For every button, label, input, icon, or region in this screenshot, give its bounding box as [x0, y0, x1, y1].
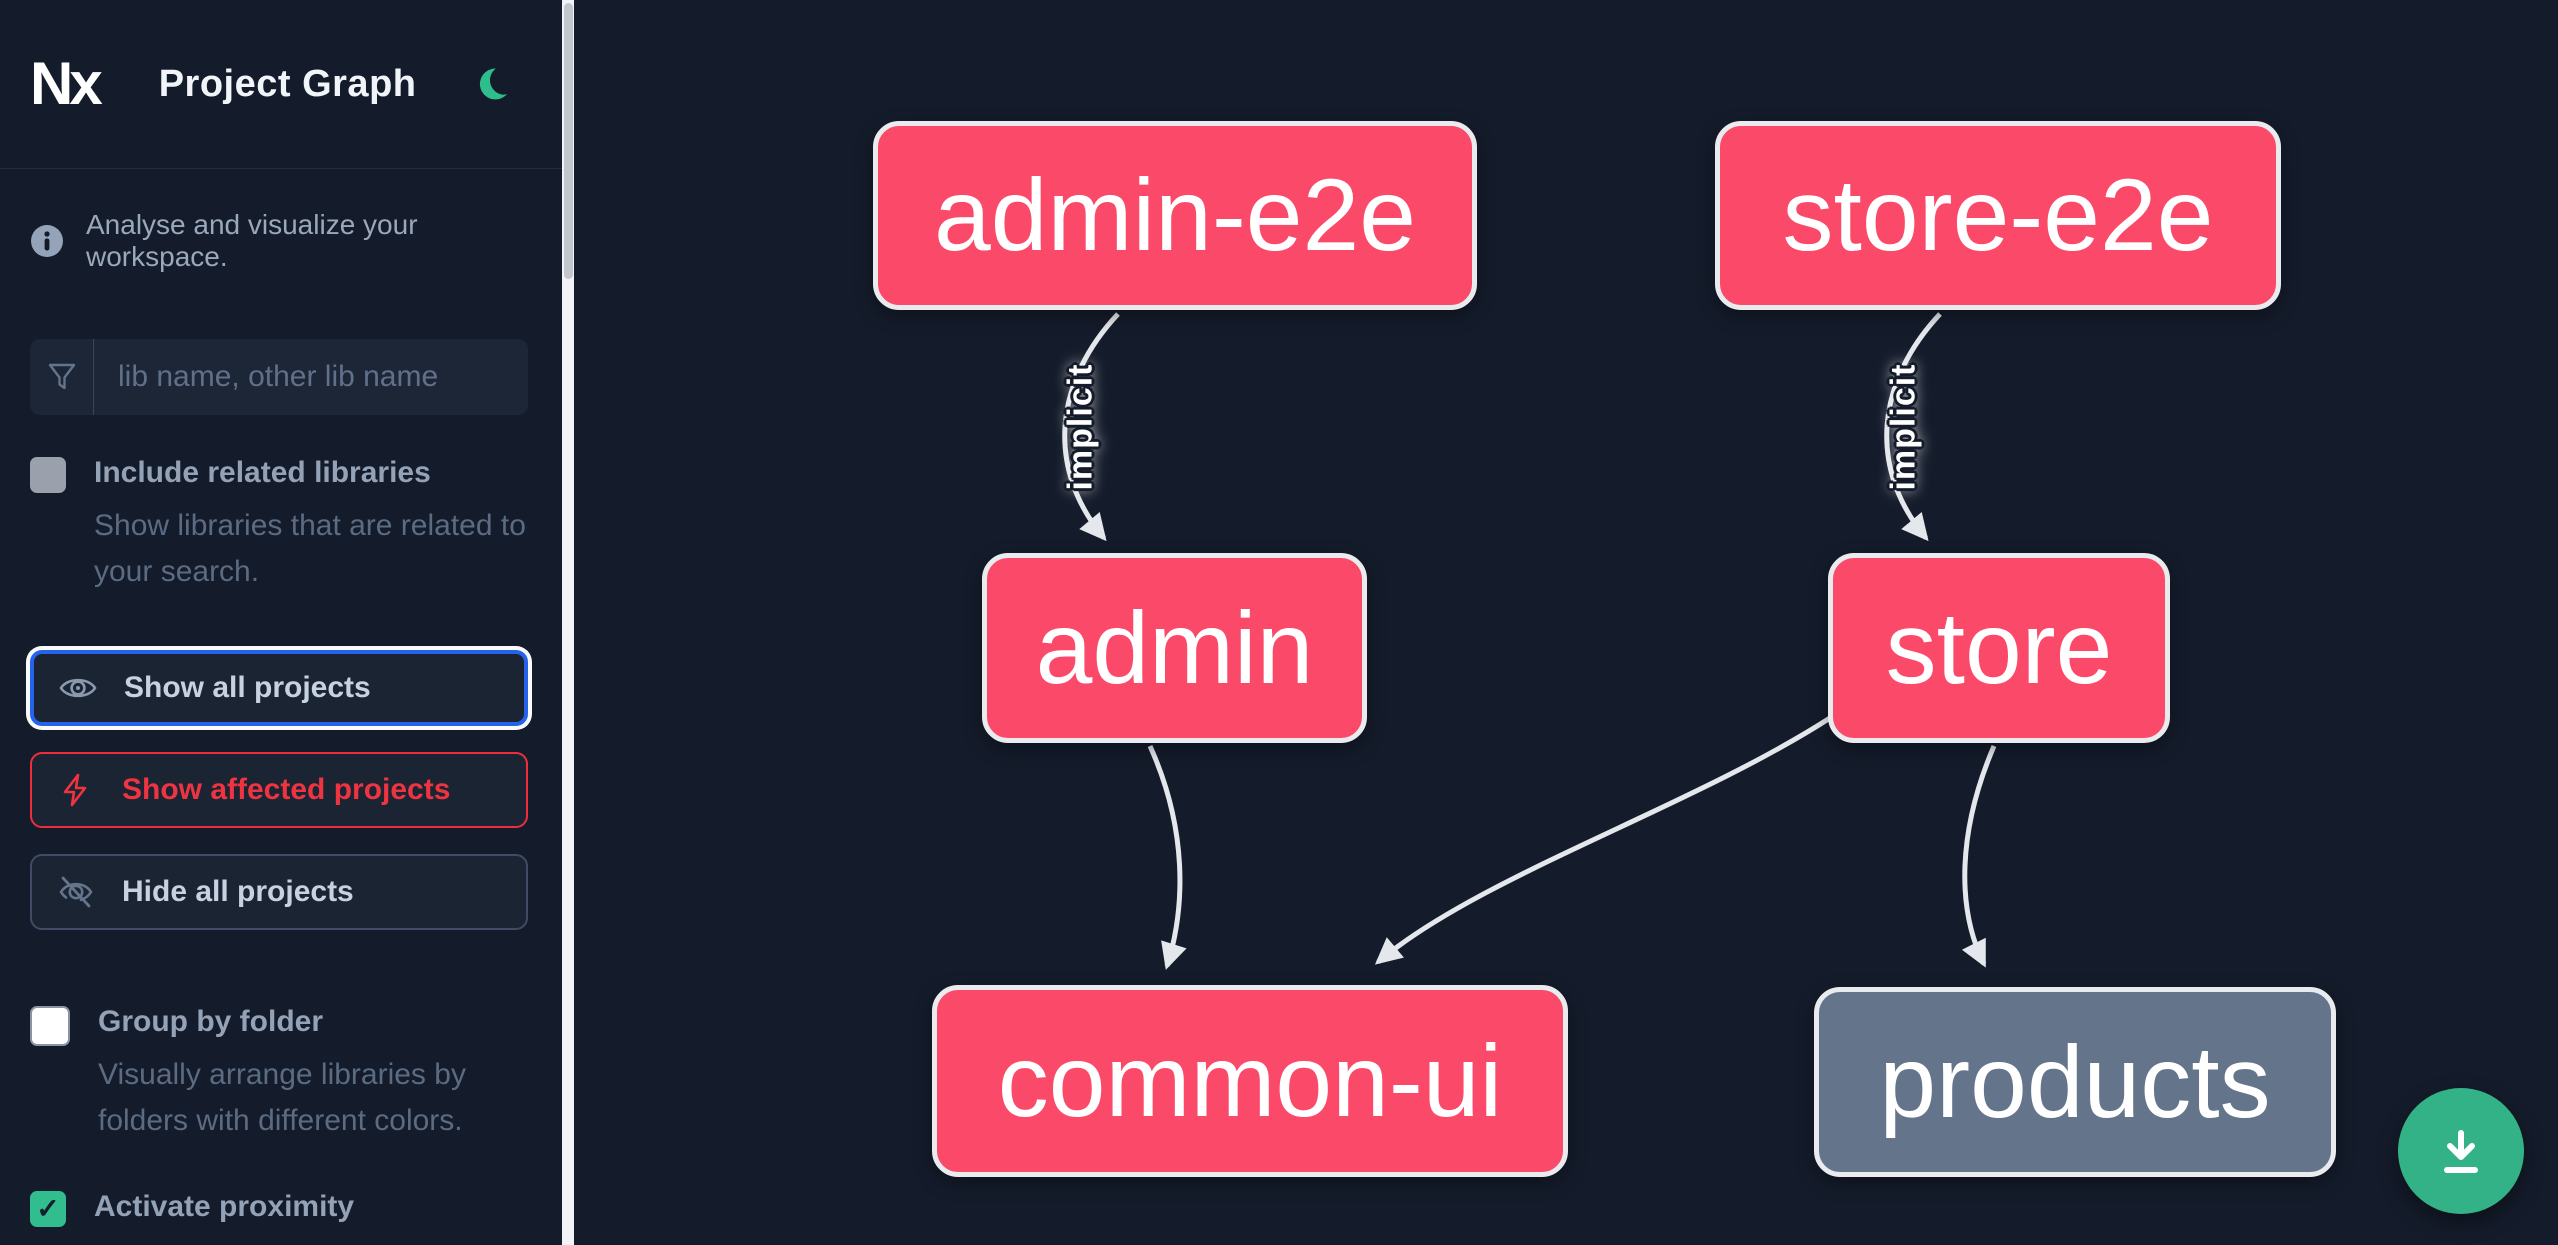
include-related-option[interactable]: Include related libraries Show libraries… — [30, 455, 528, 594]
node-common-ui[interactable]: common-ui — [932, 985, 1568, 1177]
node-store[interactable]: store — [1828, 553, 2170, 743]
node-products[interactable]: products — [1814, 987, 2336, 1177]
checkmark-icon: ✓ — [36, 1193, 60, 1225]
sidebar-header: Nx Project Graph — [0, 0, 562, 169]
workspace-tagline-row: Analyse and visualize your workspace. — [30, 209, 528, 273]
show-affected-projects-label: Show affected projects — [122, 773, 451, 807]
node-admin-e2e[interactable]: admin-e2e — [873, 121, 1477, 310]
hide-all-projects-label: Hide all projects — [122, 875, 354, 909]
include-related-label: Include related libraries — [94, 456, 431, 489]
show-affected-projects-button[interactable]: Show affected projects — [30, 752, 528, 829]
show-all-projects-button[interactable]: Show all projects — [30, 650, 528, 727]
sidebar-scrollbar-thumb[interactable] — [563, 3, 573, 279]
edge-label-implicit-admin: implicit — [1061, 363, 1100, 491]
eye-icon — [58, 673, 98, 703]
include-related-description: Show libraries that are related to your … — [94, 509, 526, 588]
dark-mode-moon-icon[interactable] — [472, 65, 510, 103]
node-admin[interactable]: admin — [982, 553, 1367, 743]
lightning-bolt-icon — [56, 773, 96, 807]
group-by-folder-option[interactable]: Group by folder Visually arrange librari… — [30, 1004, 528, 1143]
eye-slash-icon — [56, 875, 96, 909]
search-box — [30, 339, 528, 415]
download-icon — [2433, 1123, 2489, 1179]
workspace-tagline: Analyse and visualize your workspace. — [86, 209, 418, 272]
node-store-e2e[interactable]: store-e2e — [1715, 121, 2281, 310]
group-by-folder-label: Group by folder — [98, 1005, 323, 1039]
sidebar-scrollbar[interactable] — [562, 0, 574, 1245]
group-by-folder-description: Visually arrange libraries by folders wi… — [98, 1058, 466, 1137]
nx-logo: Nx — [30, 50, 103, 117]
activate-proximity-option[interactable]: ✓ Activate proximity Explore connected l… — [30, 1189, 528, 1245]
show-all-projects-label: Show all projects — [124, 671, 371, 705]
activate-proximity-checkbox[interactable]: ✓ — [30, 1191, 66, 1228]
funnel-filter-icon — [30, 339, 94, 415]
edge-label-implicit-store: implicit — [1884, 363, 1923, 491]
group-by-folder-checkbox[interactable] — [30, 1006, 70, 1047]
download-graph-button[interactable] — [2398, 1088, 2524, 1214]
search-input[interactable] — [94, 339, 528, 415]
hide-all-projects-button[interactable]: Hide all projects — [30, 854, 528, 931]
page-title: Project Graph — [158, 62, 417, 105]
sidebar: Nx Project Graph Analyse and visualize y… — [0, 0, 562, 1245]
info-icon — [30, 224, 64, 258]
include-related-checkbox[interactable] — [30, 457, 66, 493]
activate-proximity-description: Explore connected libraries step by step… — [94, 1237, 528, 1245]
activate-proximity-label: Activate proximity — [94, 1190, 355, 1224]
